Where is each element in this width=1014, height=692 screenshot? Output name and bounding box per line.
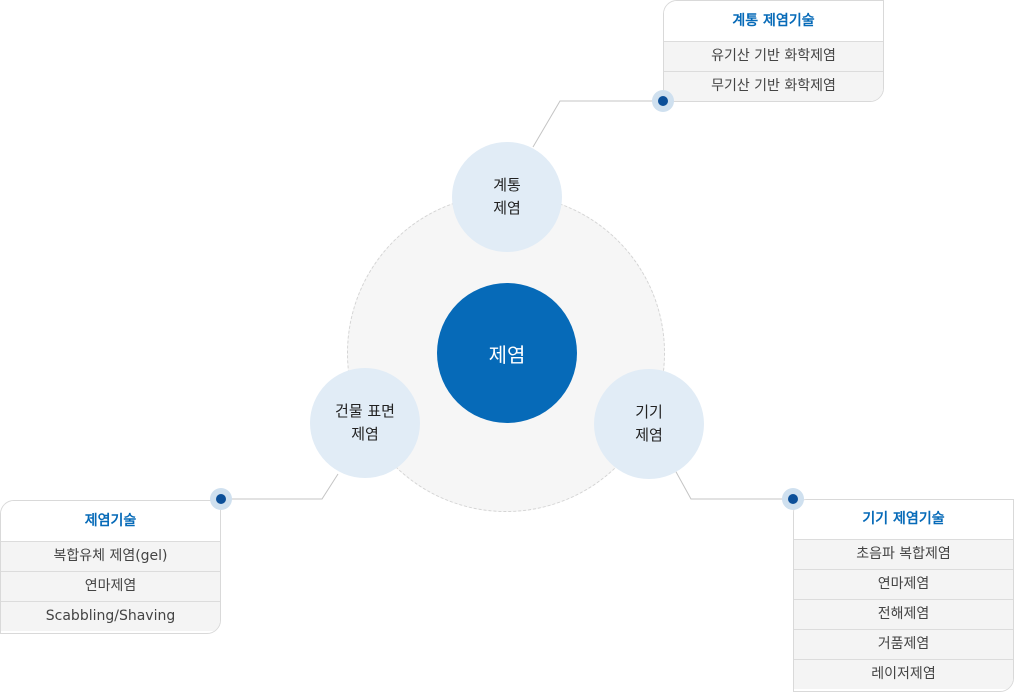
box-equipment-decon-tech: 기기 제염기술 초음파 복합제염 연마제염 전해제염 거품제염 레이저제염 bbox=[793, 499, 1014, 692]
connector-dot-top bbox=[652, 90, 674, 112]
box-right-item: 초음파 복합제염 bbox=[794, 539, 1013, 569]
box-top-item: 무기산 기반 화학제염 bbox=[664, 71, 883, 101]
node-left-line1: 건물 표면 bbox=[335, 402, 395, 420]
box-system-decon-tech: 계통 제염기술 유기산 기반 화학제염 무기산 기반 화학제염 bbox=[663, 0, 884, 102]
box-left-item: 연마제염 bbox=[1, 571, 220, 601]
box-decon-tech: 제염기술 복합유체 제염(gel) 연마제염 Scabbling/Shaving bbox=[0, 500, 221, 634]
connector-right bbox=[674, 469, 793, 500]
box-left-title: 제염기술 bbox=[1, 501, 220, 541]
connector-dot-core bbox=[658, 96, 668, 106]
center-label: 제염 bbox=[488, 342, 526, 367]
box-right-title: 기기 제염기술 bbox=[794, 500, 1013, 539]
connector-top bbox=[532, 100, 663, 148]
box-right-item: 전해제염 bbox=[794, 599, 1013, 629]
center-node: 제염 bbox=[437, 283, 577, 423]
node-top-line2: 제염 bbox=[493, 199, 521, 217]
box-left-item: 복합유체 제염(gel) bbox=[1, 541, 220, 571]
connector-dot-right bbox=[782, 488, 804, 510]
connector-left bbox=[221, 473, 339, 500]
connector-dot-core bbox=[788, 494, 798, 504]
box-left-item: Scabbling/Shaving bbox=[1, 601, 220, 631]
node-top-line1: 계통 bbox=[493, 176, 521, 194]
node-right-line1: 기기 bbox=[635, 403, 663, 421]
box-top-title: 계통 제염기술 bbox=[664, 1, 883, 41]
box-right-item: 연마제염 bbox=[794, 569, 1013, 599]
node-right-line2: 제염 bbox=[635, 426, 663, 444]
connector-dot-core bbox=[216, 494, 226, 504]
box-right-item: 거품제염 bbox=[794, 629, 1013, 659]
connector-dot-left bbox=[210, 488, 232, 510]
node-left-line2: 제염 bbox=[351, 425, 379, 443]
box-right-item: 레이저제염 bbox=[794, 659, 1013, 689]
box-top-item: 유기산 기반 화학제염 bbox=[664, 41, 883, 71]
